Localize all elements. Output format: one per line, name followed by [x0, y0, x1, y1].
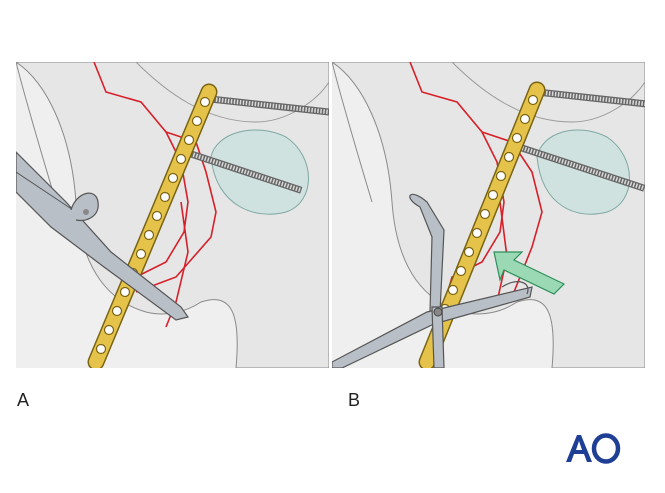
- reduction-forceps: [16, 151, 189, 321]
- ao-logo: [564, 432, 622, 469]
- joint-surface: [210, 129, 309, 215]
- panel-b-label: B: [348, 390, 361, 410]
- panel-a-illustration: [16, 62, 329, 368]
- panel-a-label: A: [17, 390, 30, 410]
- panel-b-illustration: [332, 62, 645, 368]
- reconstruction-plate: [87, 83, 218, 368]
- reduction-direction-arrow: [493, 251, 566, 295]
- pointed-reduction-clamp: [332, 193, 533, 368]
